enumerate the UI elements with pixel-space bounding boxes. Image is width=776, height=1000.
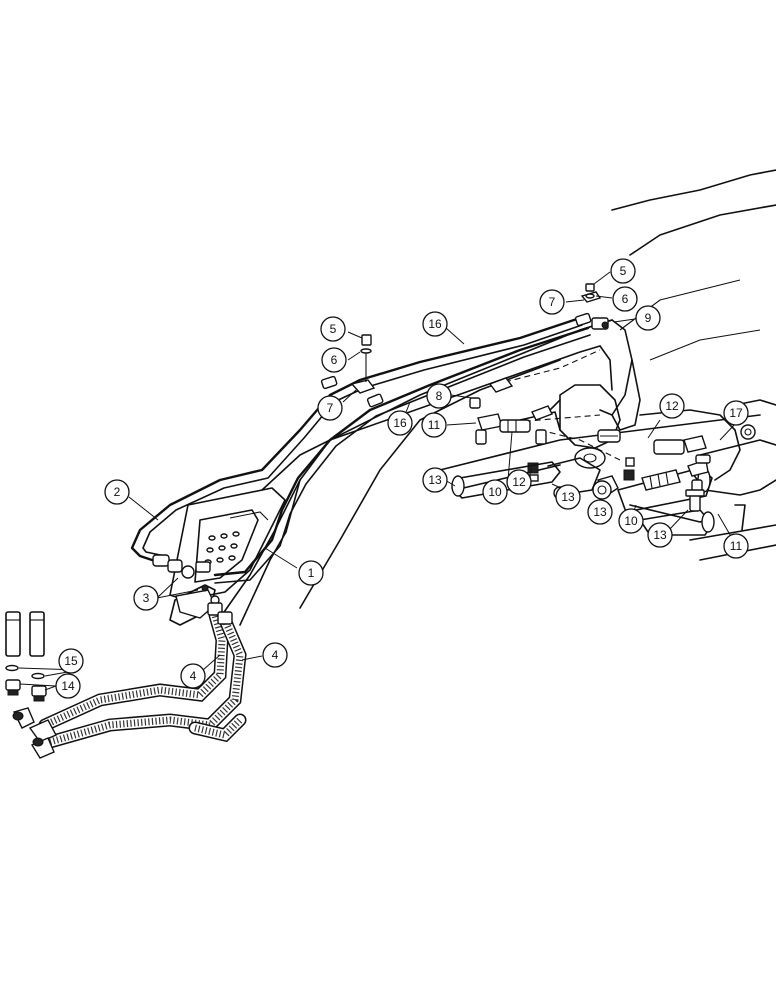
callout-12b: 12 bbox=[659, 393, 685, 419]
svg-text:1: 1 bbox=[308, 566, 315, 580]
callout-13c: 13 bbox=[587, 499, 613, 525]
callout-2: 2 bbox=[104, 479, 130, 505]
svg-text:6: 6 bbox=[622, 292, 629, 306]
callout-1: 1 bbox=[298, 560, 324, 586]
callout-8: 8 bbox=[426, 383, 452, 409]
tee-17 bbox=[687, 454, 711, 493]
svg-text:17: 17 bbox=[729, 406, 743, 420]
callout-3: 3 bbox=[133, 585, 159, 611]
svg-text:2: 2 bbox=[114, 485, 121, 499]
callout-16a: 16 bbox=[422, 311, 448, 337]
svg-text:16: 16 bbox=[393, 416, 407, 430]
dashed-tube bbox=[539, 429, 621, 461]
svg-text:8: 8 bbox=[436, 389, 443, 403]
callout-7b: 7 bbox=[539, 289, 565, 315]
steel-tube-2 bbox=[130, 316, 583, 564]
mounting-plate bbox=[169, 487, 286, 619]
callout-4b: 4 bbox=[262, 642, 288, 668]
svg-text:10: 10 bbox=[488, 485, 502, 499]
svg-text:3: 3 bbox=[143, 591, 150, 605]
plate-bolts bbox=[204, 531, 240, 565]
leader-lines bbox=[18, 271, 737, 691]
callout-13d: 13 bbox=[647, 522, 673, 548]
callout-6a: 6 bbox=[321, 347, 347, 373]
callout-9: 9 bbox=[635, 305, 661, 331]
callout-6b: 6 bbox=[612, 286, 638, 312]
callout-14: 14 bbox=[55, 673, 81, 699]
elbow-8 bbox=[469, 377, 514, 409]
svg-text:13: 13 bbox=[561, 490, 575, 504]
callout-15: 15 bbox=[58, 648, 84, 674]
svg-text:4: 4 bbox=[190, 669, 197, 683]
callout-11b: 11 bbox=[723, 533, 749, 559]
dashed-tube bbox=[504, 349, 601, 383]
callout-10a: 10 bbox=[482, 479, 508, 505]
callout-17: 17 bbox=[723, 400, 749, 426]
callout-16b: 16 bbox=[387, 410, 413, 436]
callout-5a: 5 bbox=[320, 316, 346, 342]
dashed-tube bbox=[484, 414, 601, 426]
connector-10-right bbox=[641, 469, 681, 491]
adapter-12-right bbox=[623, 435, 707, 481]
tube-coupling bbox=[320, 312, 609, 408]
callout-11a: 11 bbox=[421, 412, 447, 438]
svg-text:4: 4 bbox=[272, 648, 279, 662]
pivot-housing bbox=[519, 384, 621, 469]
callout-13b: 13 bbox=[555, 484, 581, 510]
flex-hoses-4 bbox=[12, 602, 247, 759]
svg-text:13: 13 bbox=[428, 473, 442, 487]
adapter-12-left bbox=[527, 405, 553, 482]
svg-text:14: 14 bbox=[61, 679, 75, 693]
plugs-14 bbox=[5, 679, 47, 702]
callout-10b: 10 bbox=[618, 508, 644, 534]
tee-11-left bbox=[475, 413, 531, 445]
dust-caps bbox=[5, 611, 45, 657]
svg-text:6: 6 bbox=[331, 353, 338, 367]
svg-text:13: 13 bbox=[593, 505, 607, 519]
callout-5b: 5 bbox=[610, 258, 636, 284]
svg-text:7: 7 bbox=[327, 401, 334, 415]
svg-text:10: 10 bbox=[624, 514, 638, 528]
svg-text:9: 9 bbox=[645, 311, 652, 325]
svg-text:12: 12 bbox=[512, 475, 526, 489]
svg-text:13: 13 bbox=[653, 528, 667, 542]
clamp-assembly-left bbox=[350, 334, 376, 394]
callout-13a: 13 bbox=[422, 467, 448, 493]
steel-tube-1 bbox=[213, 326, 591, 584]
frame-bracket bbox=[639, 399, 776, 531]
callout-7a: 7 bbox=[317, 395, 343, 421]
clamp-assembly-right bbox=[580, 283, 602, 303]
svg-text:7: 7 bbox=[549, 295, 556, 309]
svg-text:5: 5 bbox=[330, 322, 337, 336]
svg-text:11: 11 bbox=[428, 418, 441, 432]
svg-text:15: 15 bbox=[64, 654, 78, 668]
o-rings-15 bbox=[5, 664, 45, 680]
svg-text:12: 12 bbox=[665, 399, 679, 413]
svg-text:16: 16 bbox=[428, 317, 442, 331]
callout-4a: 4 bbox=[180, 663, 206, 689]
callout-12a: 12 bbox=[506, 469, 532, 495]
svg-text:11: 11 bbox=[730, 539, 743, 553]
svg-text:5: 5 bbox=[620, 264, 627, 278]
tee-11-right bbox=[685, 489, 705, 512]
